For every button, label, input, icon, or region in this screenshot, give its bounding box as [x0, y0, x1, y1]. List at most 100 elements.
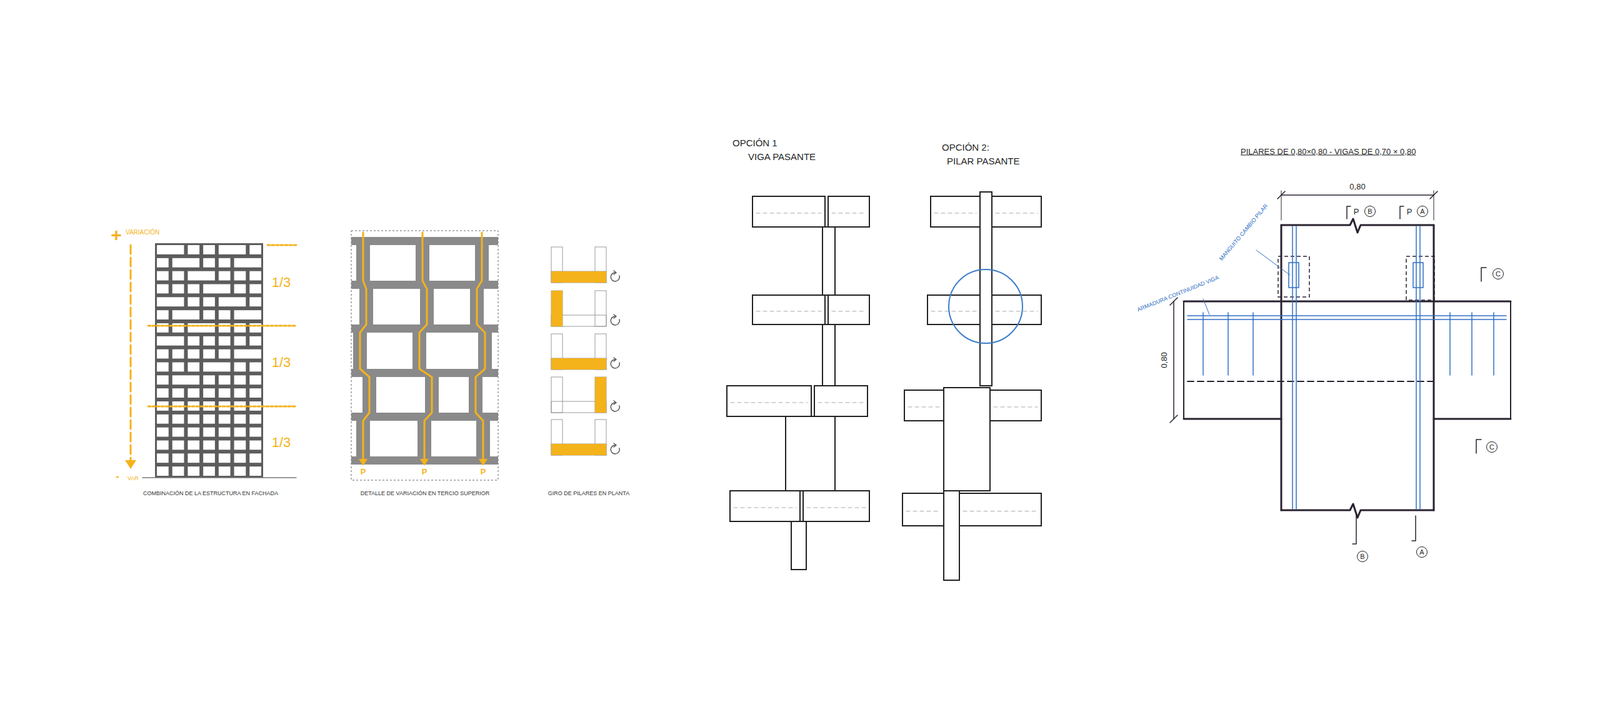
facade-window: [234, 453, 247, 463]
sketch-member: [959, 493, 1042, 526]
beam-edge: [1510, 301, 1512, 419]
section-label: P: [1353, 207, 1360, 216]
facade-window: [156, 453, 169, 463]
facade-window: [218, 349, 231, 359]
highlight-circle: [948, 269, 1023, 344]
stirrup: [1493, 312, 1495, 375]
rotated-column: [551, 271, 607, 283]
sketch-member: [828, 295, 870, 325]
sketch-depth-line: [995, 212, 1038, 214]
facade-window: [187, 440, 200, 450]
facade-window: [187, 245, 200, 255]
facade-window: [172, 440, 185, 450]
rotated-column: [551, 443, 607, 455]
sketch-member: [803, 490, 870, 522]
stirrup: [1227, 312, 1229, 375]
sketch-depth-line: [934, 212, 977, 214]
arrow-head: [478, 458, 488, 466]
load-label: P: [421, 467, 428, 476]
facade-window: [156, 440, 169, 450]
facade-window: [172, 284, 185, 294]
facade-window: [203, 336, 215, 346]
load-path: [475, 232, 485, 460]
facade-window: [218, 245, 246, 255]
sketch-member: [943, 387, 990, 491]
facade-window: [187, 362, 200, 372]
facade-window: [218, 453, 231, 463]
facade-window: [172, 427, 185, 437]
section-label: P: [1406, 207, 1413, 216]
facade-window: [234, 323, 247, 333]
facade-window: [172, 414, 185, 424]
facade-window: [172, 362, 185, 372]
variation-axis: [130, 245, 132, 462]
facade-window: [203, 388, 215, 398]
facade-window: [187, 414, 200, 424]
sketch-depth-line: [806, 506, 866, 508]
sketch-member: [785, 416, 835, 491]
facade-window: [234, 466, 247, 476]
facade-structure: [155, 243, 264, 478]
facade-window: [249, 414, 262, 424]
facade-window: [249, 336, 262, 346]
sketch-member: [902, 493, 944, 526]
sketch-depth-line: [993, 406, 1038, 407]
load-path: [360, 232, 370, 460]
column-outline: [551, 358, 607, 370]
facade-window: [234, 336, 247, 346]
sketch-member: [752, 295, 825, 325]
facade-window: [187, 296, 200, 307]
facade-window: [156, 336, 184, 346]
column-rebar: [1295, 226, 1297, 509]
sketch-heading: OPCIÓN 1: [732, 138, 778, 148]
section-callout: C: [1486, 441, 1498, 453]
splice-zone: [1278, 256, 1310, 297]
axis-label: VAR: [127, 475, 139, 482]
facade-window: [249, 375, 262, 385]
beam-rebar: [1187, 315, 1507, 317]
facade-window: [187, 323, 215, 333]
facade-window: [187, 336, 200, 346]
sketch-depth-line: [756, 212, 822, 214]
sketch-member: [726, 385, 812, 417]
dimension-label: 0,80: [1160, 351, 1169, 368]
section-callout: A: [1416, 546, 1428, 558]
column-outline: [551, 376, 563, 413]
load-path: [419, 232, 432, 460]
stirrup: [1471, 312, 1473, 375]
note-label: ARMADURA CONTINUIDAD VIGA: [1136, 275, 1220, 314]
dimension-tick: [1170, 415, 1178, 423]
section-mark: [1346, 206, 1351, 219]
rotated-column: [551, 358, 607, 370]
facade-window: [249, 296, 262, 307]
section-callout: B: [1364, 205, 1376, 217]
stirrup: [1449, 312, 1451, 375]
arrow-head: [125, 460, 137, 469]
facade-window: [172, 271, 185, 281]
sketch-member: [904, 390, 944, 421]
facade-window: [203, 414, 215, 424]
facade-window: [187, 284, 200, 294]
arrow-head: [358, 458, 368, 466]
sketch-member: [991, 295, 1042, 325]
facade-window: [234, 427, 247, 437]
rotated-column: [595, 376, 607, 413]
column-rebar: [1419, 226, 1421, 509]
sketch-heading: PILAR PASANTE: [946, 156, 1020, 166]
column-outline: [595, 290, 607, 327]
facade-window: [156, 258, 169, 268]
facade-window: [234, 258, 262, 268]
facade-window: [172, 323, 185, 333]
dimension-label: 0,80: [1349, 182, 1365, 191]
facade-window: [172, 388, 185, 398]
fraction-label: 1/3: [271, 275, 292, 290]
facade-window: [156, 296, 184, 307]
sketch-depth-line: [730, 401, 808, 403]
facade-window: [156, 323, 169, 333]
sketch-depth-line: [995, 310, 1038, 312]
sketch-member: [927, 295, 980, 325]
facade-window: [156, 466, 169, 476]
section-callout: B: [1356, 550, 1369, 562]
